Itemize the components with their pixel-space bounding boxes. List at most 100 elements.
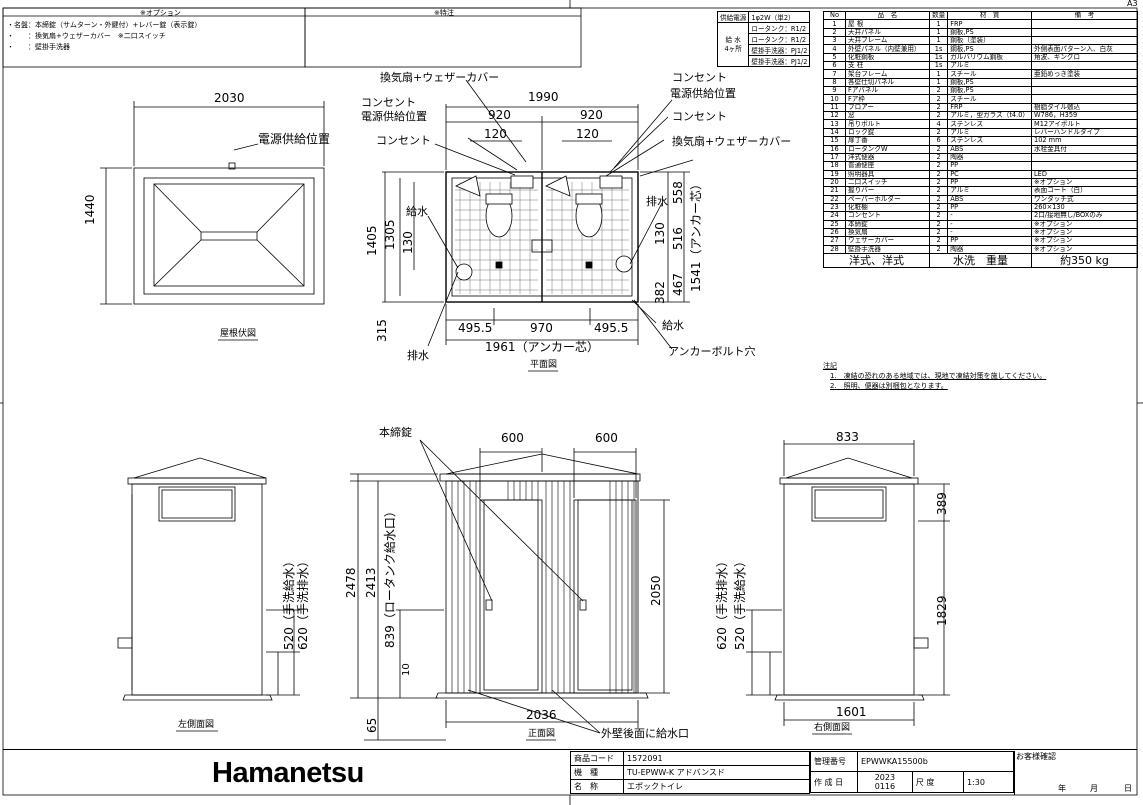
parts-name: ロータンクW — [845, 144, 930, 154]
supply-col2: 1φ2W（単2） — [748, 11, 811, 23]
right-view-title: 右側面図 — [814, 723, 851, 733]
parts-no: 10 — [823, 94, 846, 104]
parts-remarks: 水栓金具付 — [1031, 144, 1138, 154]
parts-no: 2 — [823, 27, 846, 38]
parts-no: 27 — [823, 236, 846, 246]
parts-no: 21 — [823, 186, 846, 196]
plan-power-r: 電源供給位置 — [670, 87, 736, 100]
parts-name: ロック錠 — [845, 127, 930, 138]
parts-header-remarks: 備 考 — [1031, 10, 1138, 21]
plan-power-l: 電源供給位置 — [361, 110, 427, 123]
roof-power-label: 電源供給位置 — [258, 132, 331, 146]
tb-month: 月 — [1090, 784, 1098, 793]
plan-drain-r: 排水 — [646, 195, 668, 208]
parts-remarks: 260×130 — [1031, 202, 1138, 213]
parts-header-qty: 数量 — [928, 10, 949, 21]
parts-material: PC — [947, 169, 1032, 179]
parts-material: アルミ，型ガラス（t4.0） — [947, 111, 1032, 121]
parts-name: 天井フレーム — [845, 36, 930, 46]
parts-name: 架台フレーム — [845, 69, 930, 79]
parts-material: ステンレス — [947, 119, 1032, 129]
plan-overall-width: 1990 — [528, 90, 559, 104]
tb-date-label: 作 成 日 — [810, 771, 858, 793]
plan-h315: 315 — [375, 319, 389, 342]
plan-r382: 382 — [653, 281, 667, 304]
options-line-3: ・ ：壁掛手洗器 — [7, 43, 70, 51]
parts-remarks — [1031, 77, 1138, 88]
parts-name: 化粧棚 — [845, 202, 930, 213]
parts-qty: 1s — [928, 44, 949, 54]
plan-dim-970: 970 — [530, 321, 553, 335]
note-line-2: 2. 照明、便器は別梱包となります。 — [830, 382, 948, 390]
plan-drain-l: 排水 — [407, 349, 429, 362]
spec-type: 洋式、洋式 — [823, 252, 930, 268]
right-width-bottom: 1601 — [836, 705, 867, 719]
roof-height: 1440 — [83, 194, 97, 225]
parts-qty: 1s — [928, 61, 949, 71]
plan-h1405: 1405 — [365, 225, 379, 256]
parts-remarks: ※オプション — [1031, 236, 1138, 246]
parts-name: Fア枠 — [845, 94, 930, 104]
company-logo: Hamanetsu — [212, 757, 364, 789]
parts-remarks: 表面コート（白） — [1031, 186, 1138, 196]
front-h2050: 2050 — [649, 575, 663, 606]
parts-material: 鋼板,PS — [947, 27, 1032, 38]
parts-material: 陶器 — [947, 152, 1032, 163]
parts-name: 洋式便器 — [845, 152, 930, 163]
tb-code: 1572091 — [623, 751, 810, 766]
plan-h1305: 1305 — [383, 219, 397, 250]
parts-material: スチール — [947, 69, 1032, 79]
parts-qty: 2 — [928, 194, 949, 204]
plan-water-in-l: 給水 — [406, 205, 428, 218]
parts-no: 19 — [823, 169, 846, 179]
supply-row: ロータンク：R1/2 — [748, 33, 811, 45]
plan-r516: 516 — [671, 227, 685, 250]
parts-qty: 2 — [928, 177, 949, 188]
front-view-title: 正面図 — [528, 729, 556, 739]
parts-material: PP — [947, 202, 1032, 213]
plan-dim-495b: 495.5 — [594, 321, 629, 335]
parts-remarks — [1031, 27, 1138, 38]
plan-water-in-r: 給水 — [662, 319, 684, 332]
parts-qty: 6 — [928, 136, 949, 146]
supply-row: 壁掛手洗器：PJ1/2 — [748, 55, 811, 67]
options-line-1: ・名盤：本締錠（サムターン・外鍵付）+レバー錠（表示錠） — [7, 21, 202, 29]
parts-no: 20 — [823, 177, 846, 188]
plan-anchor-bolt: アンカーボルト穴 — [668, 345, 756, 358]
plan-r130: 130 — [653, 222, 667, 245]
front-h2413: 2413 — [364, 567, 378, 598]
parts-qty: 2 — [928, 152, 949, 163]
tb-day: 日 — [1124, 784, 1132, 793]
front-rear-water: 外壁後面に給水口 — [601, 727, 689, 740]
parts-name: 支 柱 — [845, 61, 930, 71]
parts-material: - — [947, 219, 1032, 229]
front-w1: 600 — [501, 431, 524, 445]
parts-qty: 2 — [928, 236, 949, 246]
parts-name: 壁掛手洗器 — [845, 244, 930, 254]
parts-material: - — [947, 227, 1032, 238]
parts-qty: 1s — [928, 52, 949, 63]
tb-mgmt: EPWWKA15500b — [857, 751, 1014, 772]
plan-outlet-r2: コンセント — [672, 110, 727, 123]
parts-name: 普通便座 — [845, 161, 930, 171]
customer-confirm-box — [1014, 751, 1138, 795]
parts-qty: 1 — [928, 77, 949, 88]
front-h839: 839（ロータンク給水口） — [383, 505, 397, 648]
plan-vent-right: 換気扇+ウェザーカバー — [672, 135, 792, 148]
front-w2: 600 — [595, 431, 618, 445]
plan-view-title: 平面図 — [530, 360, 558, 370]
parts-no: 25 — [823, 219, 846, 229]
